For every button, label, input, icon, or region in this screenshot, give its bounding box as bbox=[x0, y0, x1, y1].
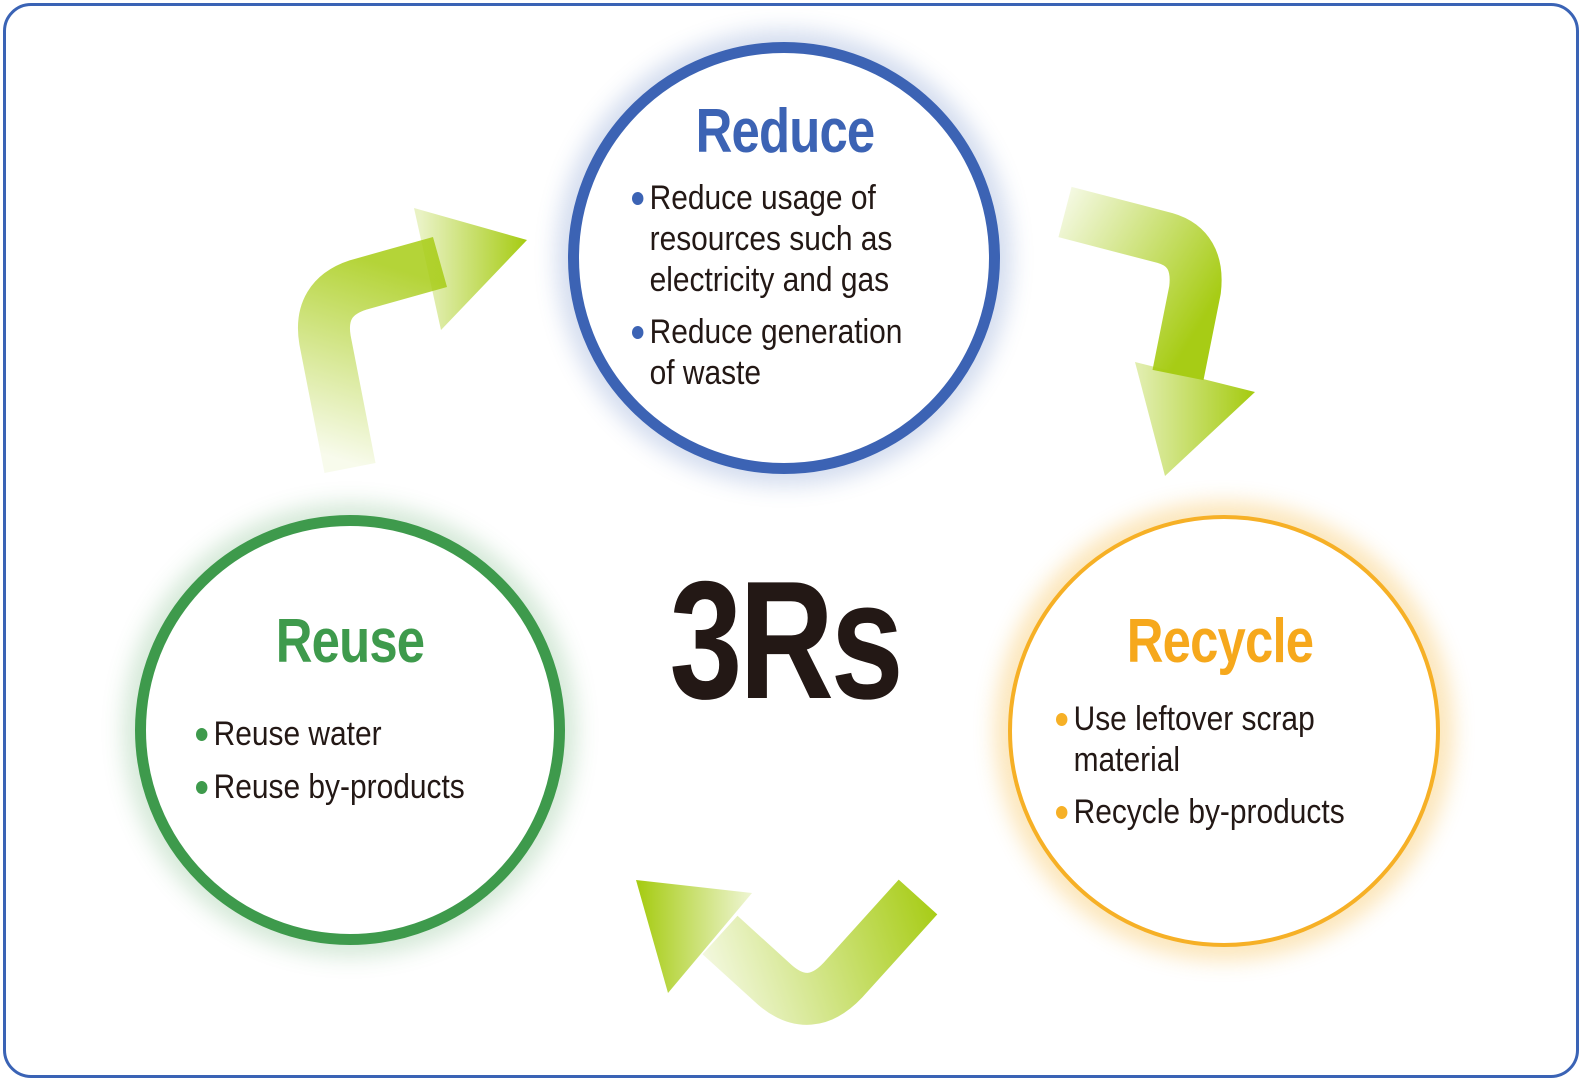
reduce-item-1-line-1: Reduce usage of bbox=[649, 179, 876, 217]
recycle-list: Use leftover scrap material Recycle by-p… bbox=[1056, 699, 1345, 844]
bullet-icon bbox=[1056, 806, 1068, 819]
reduce-item-1-line-3: electricity and gas bbox=[649, 261, 890, 299]
center-label: 3Rs bbox=[669, 546, 903, 734]
reduce-item-2-line-1: Reduce generation bbox=[649, 313, 903, 351]
list-item: Use leftover scrap material bbox=[1056, 699, 1345, 781]
reuse-list: Reuse water Reuse by-products bbox=[196, 714, 465, 820]
reuse-item-1-line-1: Reuse water bbox=[213, 715, 382, 753]
recycle-item-2-line-1: Recycle by-products bbox=[1073, 793, 1345, 831]
list-item: Recycle by-products bbox=[1056, 792, 1345, 833]
arrow-reuse-to-reduce bbox=[298, 208, 527, 473]
bullet-icon bbox=[632, 192, 644, 205]
arrow-reduce-to-recycle bbox=[1058, 186, 1255, 476]
arrow-recycle-to-reuse bbox=[636, 879, 938, 1025]
recycle-item-1-line-2: material bbox=[1073, 741, 1181, 779]
bullet-icon bbox=[196, 781, 208, 794]
reduce-item-2-line-2: of waste bbox=[649, 354, 762, 392]
list-item: Reuse by-products bbox=[196, 767, 465, 808]
reuse-circle bbox=[135, 515, 565, 945]
reuse-title: Reuse bbox=[275, 607, 425, 676]
bullet-icon bbox=[1056, 713, 1068, 726]
reduce-title: Reduce bbox=[695, 97, 876, 166]
bullet-icon bbox=[196, 728, 208, 741]
reduce-list: Reduce usage of resources such as electr… bbox=[632, 178, 902, 405]
bullet-icon bbox=[632, 326, 644, 339]
reuse-item-2-line-1: Reuse by-products bbox=[213, 768, 465, 806]
recycle-item-1-line-1: Use leftover scrap bbox=[1073, 700, 1315, 738]
list-item: Reduce generation of waste bbox=[632, 312, 902, 394]
list-item: Reduce usage of resources such as electr… bbox=[632, 178, 902, 301]
list-item: Reuse water bbox=[196, 714, 465, 755]
reduce-circle bbox=[568, 42, 1000, 474]
recycle-circle bbox=[1008, 515, 1440, 947]
recycle-title: Recycle bbox=[1126, 607, 1314, 676]
reduce-item-1-line-2: resources such as bbox=[649, 220, 893, 258]
